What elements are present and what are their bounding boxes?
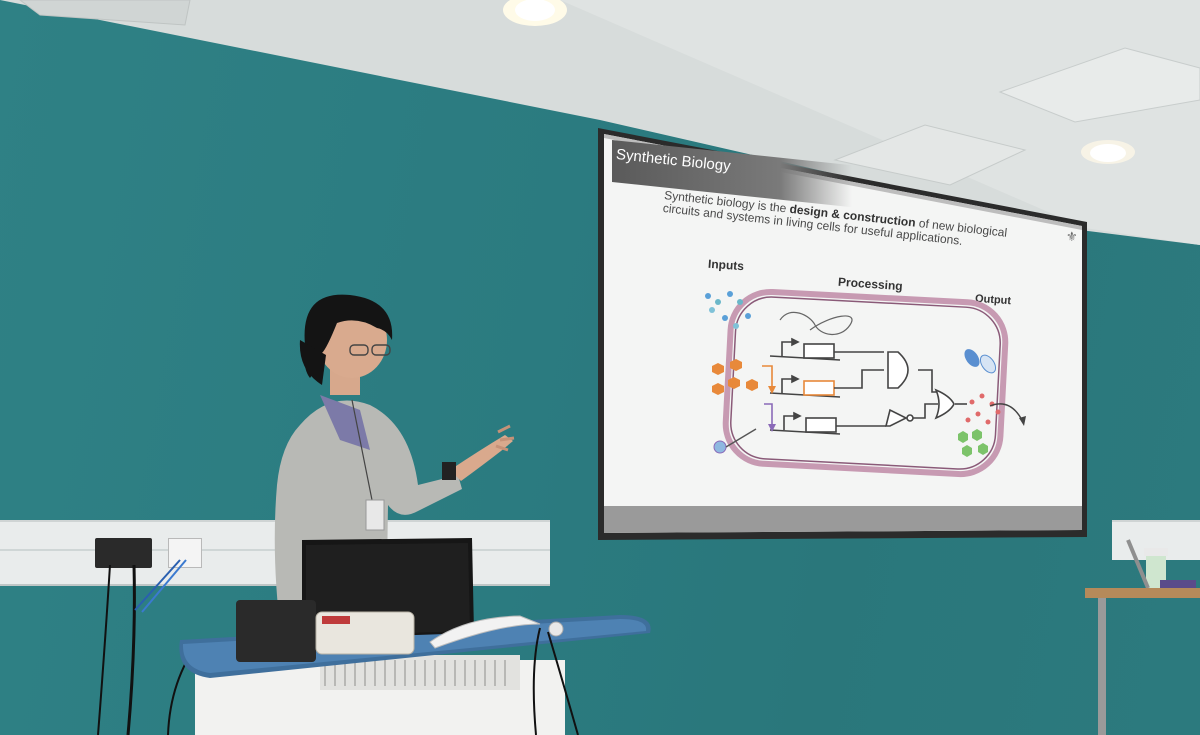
output-hexagons-green: [958, 429, 988, 457]
side-table-items: [1126, 539, 1196, 590]
microphone-icon: [429, 615, 541, 649]
input-hexagons-orange: [712, 359, 758, 395]
university-logo-icon: ⚜: [1066, 229, 1078, 244]
network-port: [168, 538, 202, 568]
cell-membrane: [722, 288, 1009, 478]
side-table: [1085, 588, 1200, 598]
document-camera: [236, 600, 415, 662]
output-pills-icon: [964, 349, 997, 374]
power-socket: [95, 538, 152, 568]
output-dots-red: [965, 393, 1001, 425]
input-dots-blue: [705, 291, 751, 329]
